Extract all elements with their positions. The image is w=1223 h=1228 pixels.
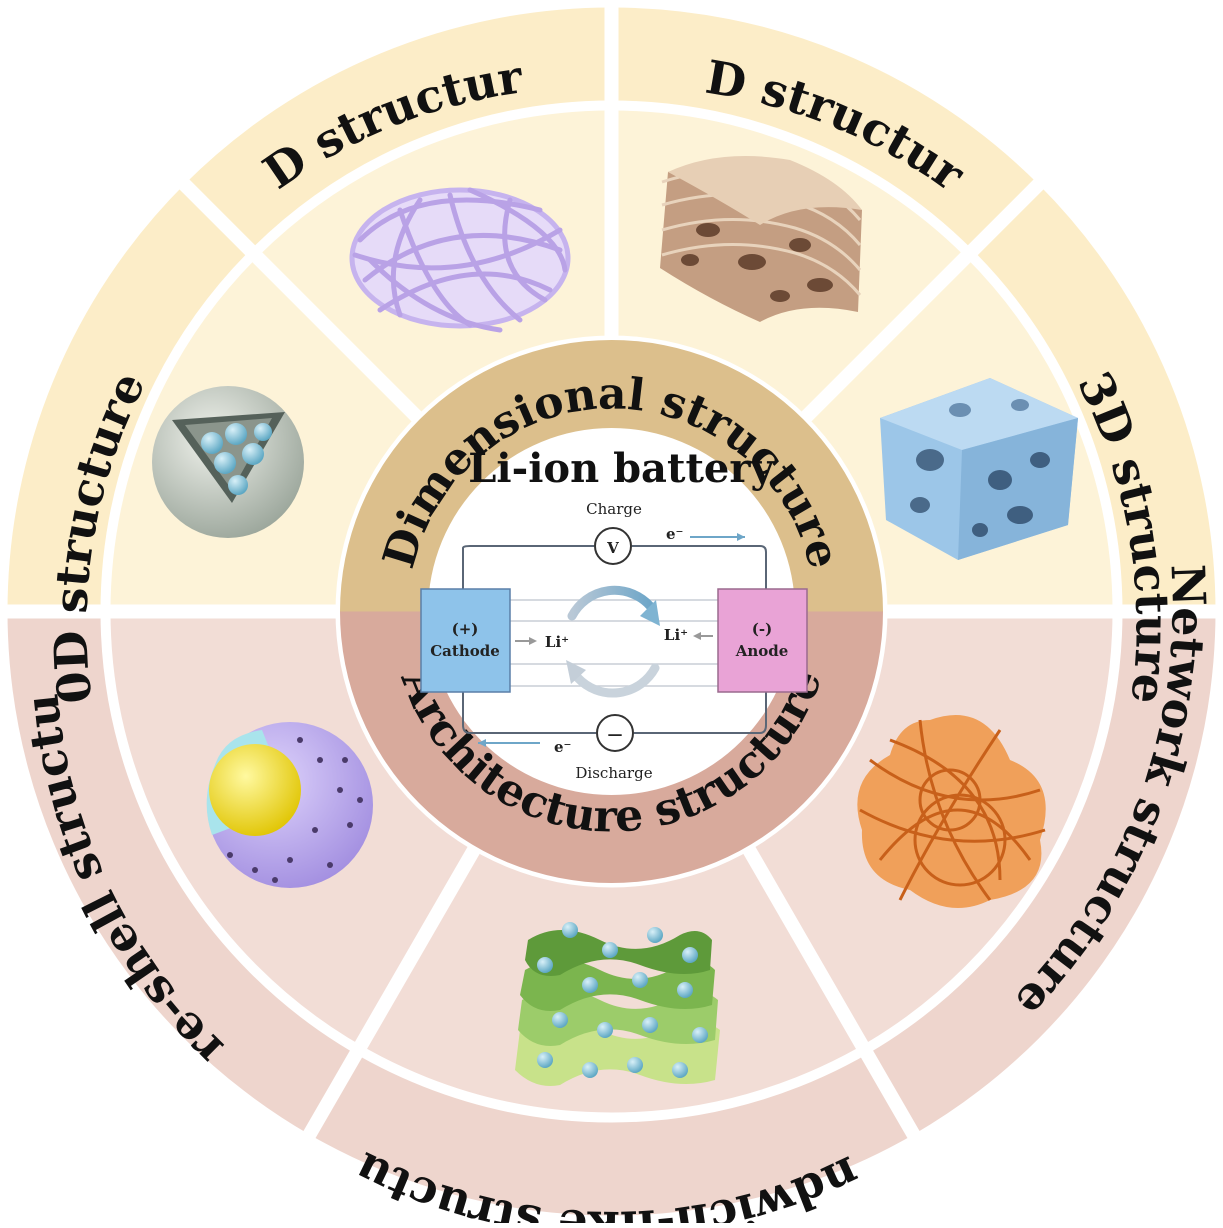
- anode-label: Anode: [735, 642, 789, 660]
- cathode-label: Cathode: [430, 642, 500, 660]
- voltmeter-symbol: V: [606, 539, 619, 557]
- charge-label: Charge: [586, 500, 642, 518]
- segment-divider: [797, 178, 1045, 426]
- cycle-arrowhead-bottom: [566, 660, 586, 684]
- segment-divider: [178, 178, 426, 426]
- center-title: Li-ion battery: [468, 445, 775, 492]
- cycle-arrow-bottom: [573, 663, 660, 698]
- segment-divider: [740, 841, 921, 1140]
- core-shell-outer-band: [7, 611, 359, 1135]
- cathode-box: [420, 588, 511, 693]
- load-symbol: —: [608, 725, 623, 743]
- fiber-mesh-icon: [349, 187, 571, 333]
- electron-top-label: e⁻: [666, 525, 683, 543]
- li-ion-right-label: Li⁺: [664, 626, 688, 644]
- core-shell-sphere-icon: [206, 722, 373, 888]
- three-d-outer-band: [969, 184, 1216, 612]
- circuit-bottom-wire: [462, 690, 767, 734]
- band-divider-ring: [100, 100, 1123, 1123]
- zero-d-outer-band: [7, 184, 254, 612]
- porous-cube-icon: [880, 378, 1078, 560]
- electrolyte-lines: [510, 599, 718, 687]
- green-layers-with-spheres-icon: [515, 922, 720, 1086]
- li-left-arrowhead: [529, 637, 537, 645]
- sphere-cutaway-icon: [152, 386, 304, 538]
- li-ion-left-label: Li⁺: [545, 633, 569, 651]
- layered-sheet-icon: [660, 156, 862, 322]
- cycle-arrow-top: [567, 585, 655, 621]
- discharge-label: Discharge: [575, 764, 652, 782]
- anode-sign: (-): [752, 620, 772, 638]
- battery-schematic: Li-ion battery Charge V — e⁻ e⁻ (+) Cath…: [420, 445, 808, 782]
- segment-divider: [302, 841, 483, 1140]
- network-outer-band: [864, 611, 1216, 1135]
- electron-bottom-label: e⁻: [554, 738, 571, 756]
- sandwich-outer-band: [309, 1049, 914, 1216]
- electron-bottom-arrowhead: [478, 739, 486, 747]
- electron-top-arrowhead: [737, 533, 745, 541]
- one-d-outer-band: [184, 7, 612, 254]
- voltmeter-icon: [594, 527, 632, 565]
- two-d-outer-band: [611, 7, 1039, 254]
- li-right-arrowhead: [693, 632, 701, 640]
- ring-bottom-band: [340, 611, 883, 884]
- cycle-arrowhead-top: [640, 600, 660, 626]
- ring-top-band: [340, 340, 883, 612]
- orange-network-icon: [857, 715, 1046, 908]
- circuit-top-wire: [462, 545, 767, 590]
- load-icon: [596, 714, 634, 752]
- center-disc: [428, 428, 795, 795]
- anode-box: [717, 588, 808, 693]
- cathode-sign: (+): [452, 620, 479, 638]
